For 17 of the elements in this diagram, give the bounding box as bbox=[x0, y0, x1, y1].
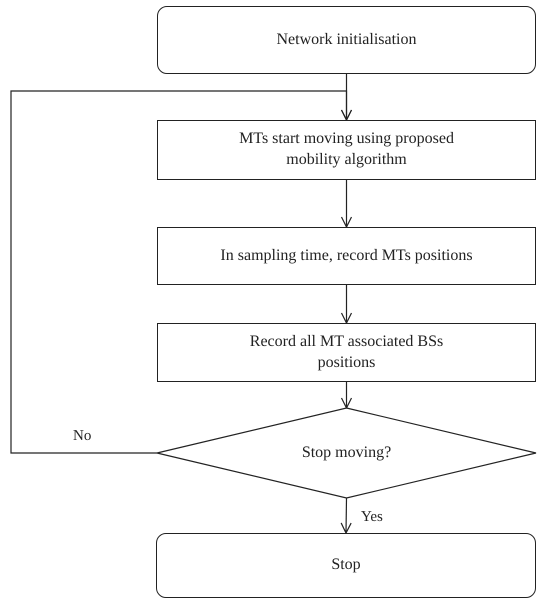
process-box bbox=[157, 227, 536, 285]
node-text: Stop bbox=[331, 555, 361, 576]
node-text: Network initialisation bbox=[276, 30, 416, 50]
arrow bbox=[340, 498, 352, 534]
terminal-box bbox=[157, 6, 536, 74]
arrow bbox=[10, 90, 352, 454]
node-text: In sampling time, record MTs positions bbox=[220, 246, 473, 266]
arrow bbox=[340, 382, 352, 409]
decision-diamond bbox=[157, 408, 536, 498]
process-box bbox=[157, 120, 536, 180]
node-text: Stop moving? bbox=[302, 442, 392, 463]
arrow bbox=[340, 180, 352, 228]
terminal-box bbox=[156, 533, 536, 598]
arrow bbox=[340, 285, 352, 324]
node-text: MTs start moving using proposed mobility algorithm bbox=[238, 129, 455, 170]
process-box bbox=[157, 323, 536, 382]
node-text: Record all MT associated BSs positions bbox=[248, 332, 444, 372]
